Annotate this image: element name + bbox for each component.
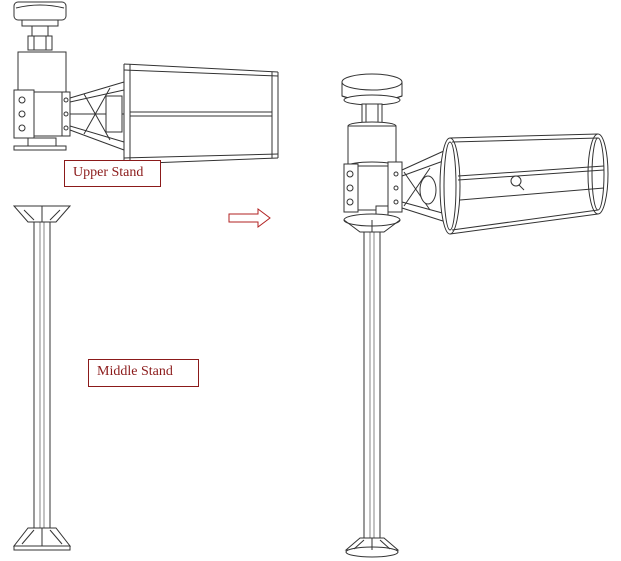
middle-stand-drawing <box>12 205 72 551</box>
upper-stand-label: Upper Stand <box>64 160 161 187</box>
middle-stand-label: Middle Stand <box>88 359 199 387</box>
assembled-unit-drawing <box>341 73 609 558</box>
assembly-arrow <box>228 208 271 228</box>
upper-stand-drawing <box>13 1 279 165</box>
